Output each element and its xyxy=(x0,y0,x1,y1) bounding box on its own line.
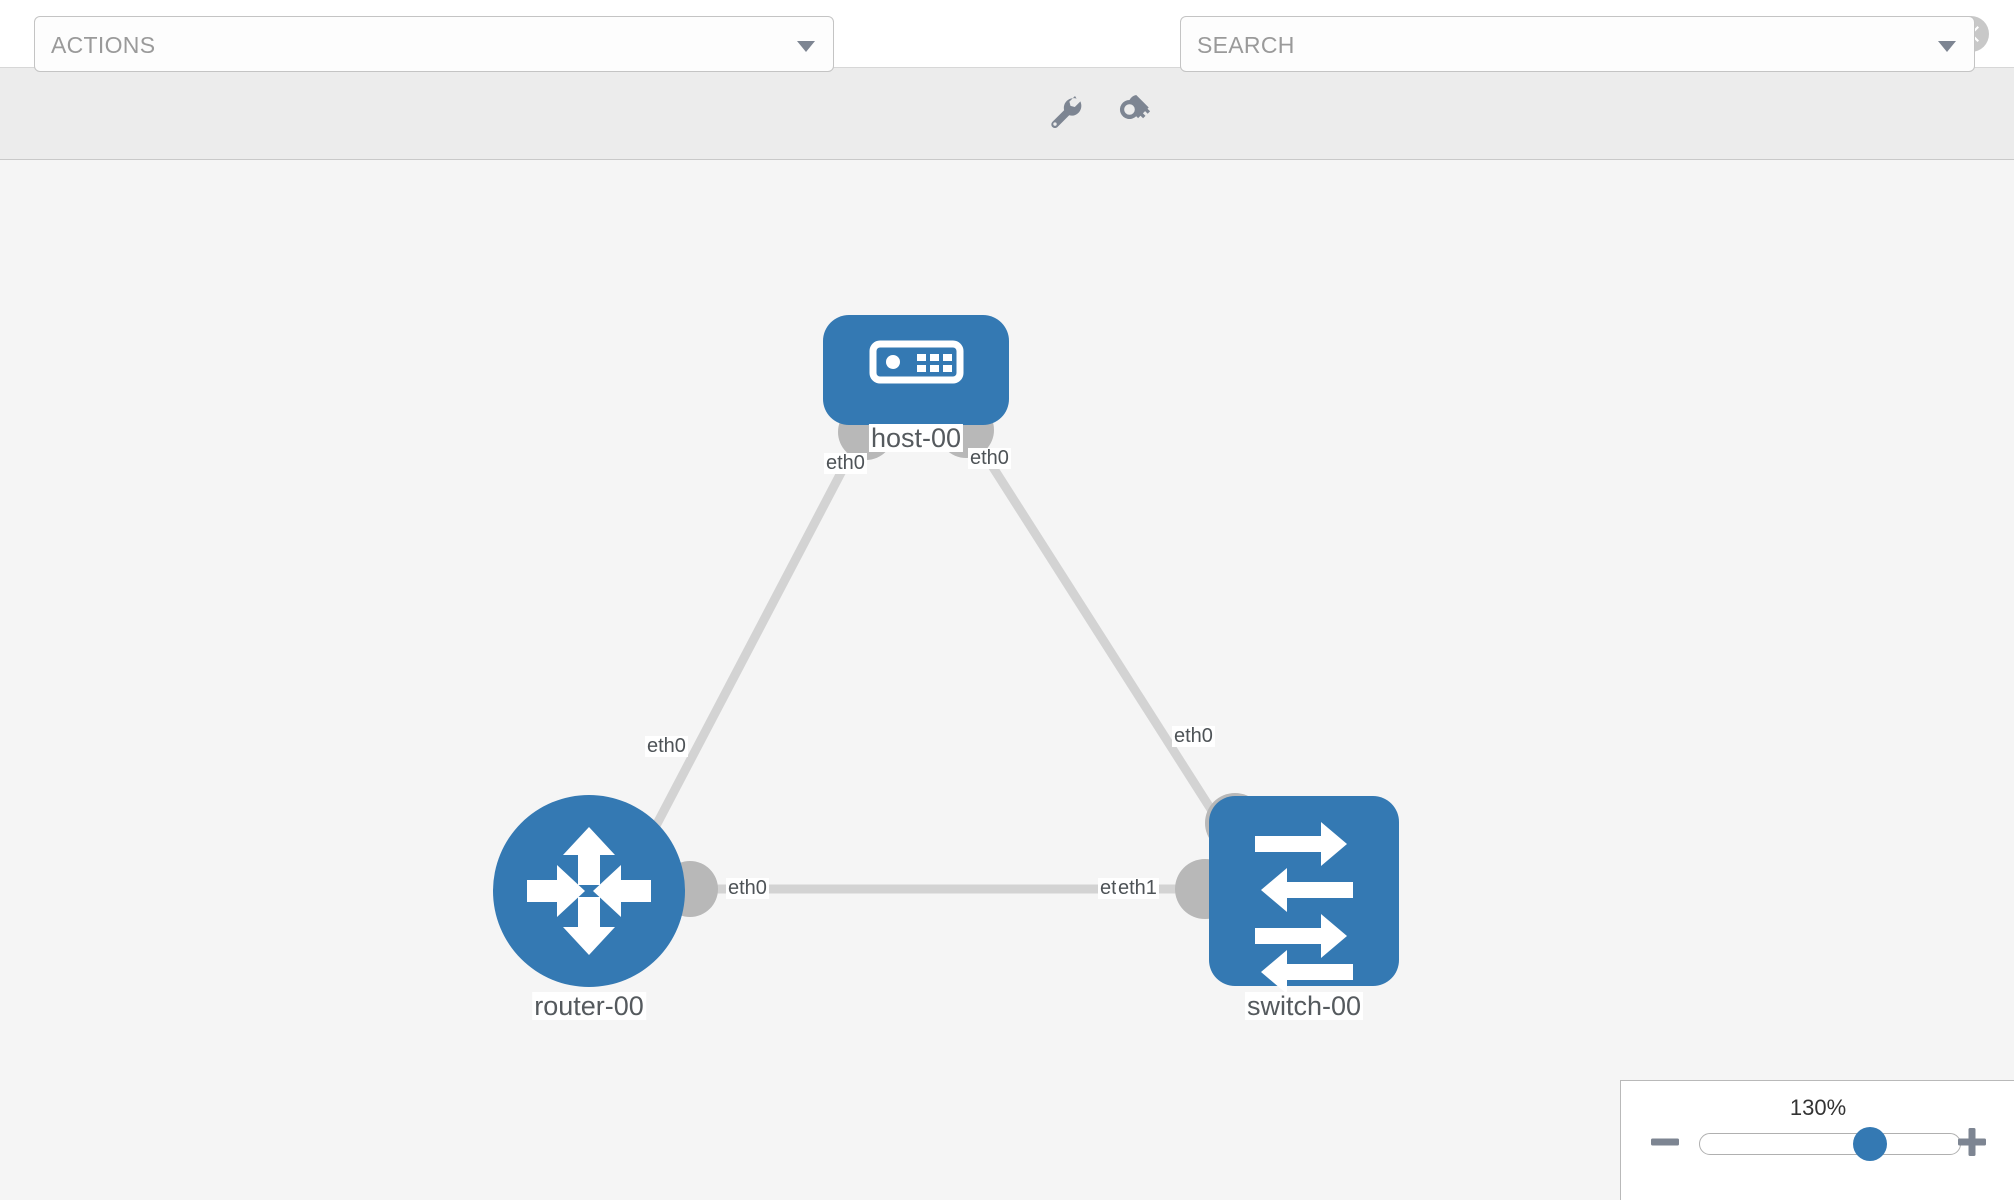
wrench-icon[interactable] xyxy=(1044,92,1088,136)
plus-icon[interactable] xyxy=(1955,1125,1989,1159)
server-icon xyxy=(869,340,964,384)
edge-label-host00-eth0-left[interactable]: eth0 xyxy=(824,452,867,474)
key-icon[interactable] xyxy=(1112,92,1156,136)
actions-dropdown[interactable]: ACTIONS xyxy=(34,16,834,72)
topology-canvas[interactable]: host-00 router-00 switch-00 eth0 eth0 et… xyxy=(0,160,2014,1200)
node-router-00[interactable] xyxy=(493,795,685,987)
node-switch-00[interactable] xyxy=(1209,796,1399,994)
actions-dropdown-label: ACTIONS xyxy=(51,32,156,58)
link-host00-router00[interactable] xyxy=(644,422,870,844)
edge-label-router00-eth0-right[interactable]: eth0 xyxy=(726,877,769,899)
toolbar xyxy=(0,68,2014,160)
zoom-slider-thumb[interactable] xyxy=(1853,1127,1887,1161)
search-input[interactable]: SEARCH xyxy=(1180,16,1975,72)
topology-links xyxy=(644,422,1232,894)
chevron-down-icon xyxy=(797,41,815,52)
zoom-slider-track[interactable] xyxy=(1699,1133,1961,1155)
minus-icon[interactable] xyxy=(1648,1125,1682,1159)
edge-label-router00-eth0-up[interactable]: eth0 xyxy=(645,735,688,757)
chevron-down-icon[interactable] xyxy=(1938,41,1956,52)
link-host00-switch00[interactable] xyxy=(962,422,1232,839)
search-placeholder: SEARCH xyxy=(1197,32,1295,58)
zoom-level-value: 130% xyxy=(1789,1095,1847,1120)
node-label-router-00[interactable]: router-00 xyxy=(532,991,646,1021)
edge-label-switch00-eth0-up[interactable]: eth0 xyxy=(1172,725,1215,747)
node-label-host-00[interactable]: host-00 xyxy=(868,423,964,453)
topology-endpoints xyxy=(662,402,1265,919)
switch-arrows-icon xyxy=(1255,822,1353,994)
topology-graph xyxy=(493,315,1399,994)
node-label-switch-00[interactable]: switch-00 xyxy=(1244,991,1364,1021)
node-host-00[interactable] xyxy=(823,315,1009,425)
router-arrows-icon xyxy=(527,827,651,955)
edge-label-switch00-eth1[interactable]: eth1 xyxy=(1116,877,1159,899)
zoom-control-panel: 130% xyxy=(1620,1080,2014,1200)
edge-label-host00-eth0-right[interactable]: eth0 xyxy=(968,447,1011,469)
